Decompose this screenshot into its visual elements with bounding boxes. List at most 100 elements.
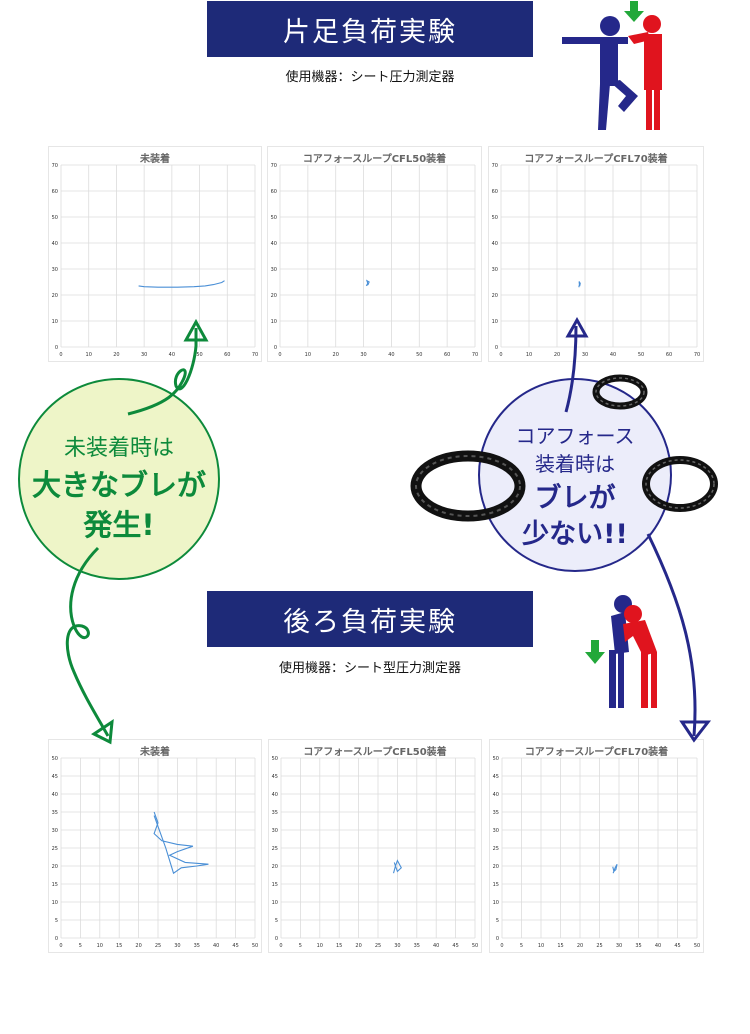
series-line-0 [612,863,618,874]
x-tick-label: 0 [59,352,62,358]
y-tick-label: 40 [492,241,498,247]
callout-line-1: 未装着時は [63,436,174,461]
y-tick-label: 40 [271,241,277,247]
chart-title: コアフォースループCFL50装着 [303,747,447,758]
x-tick-label: 5 [79,943,82,949]
y-tick-label: 45 [52,774,58,780]
callout-line-1: コアフォース [515,424,635,448]
y-tick-label: 40 [52,792,58,798]
y-tick-label: 50 [492,215,498,221]
y-tick-label: 5 [275,918,278,924]
y-tick-label: 20 [492,293,498,299]
x-tick-label: 20 [113,352,119,358]
down-arrow-icon [591,640,599,652]
x-tick-label: 70 [252,352,258,358]
series-line-0 [392,859,402,874]
y-tick-label: 10 [52,900,58,906]
x-tick-label: 10 [317,943,323,949]
y-tick-label: 40 [272,792,278,798]
y-tick-label: 35 [272,810,278,816]
x-tick-label: 35 [635,943,641,949]
x-tick-label: 50 [416,352,422,358]
callout-no-wear: 未装着時は 大きなブレが 発生! [18,378,220,580]
y-tick-label: 10 [493,900,499,906]
callout-line-2: 大きなブレが [31,468,206,502]
y-tick-label: 60 [271,189,277,195]
x-tick-label: 30 [394,943,400,949]
y-tick-label: 20 [271,293,277,299]
y-tick-label: 20 [52,864,58,870]
x-tick-label: 40 [610,352,616,358]
down-arrow-icon [630,1,638,11]
callout-with-coreforce: コアフォース 装着時は ブレが 少ない!! [478,378,672,572]
y-tick-label: 45 [493,774,499,780]
x-tick-label: 30 [174,943,180,949]
x-tick-label: 45 [232,943,238,949]
chart-title: コアフォースループCFL70装着 [524,154,668,165]
x-tick-label: 60 [444,352,450,358]
x-tick-label: 30 [141,352,147,358]
y-tick-label: 10 [271,319,277,325]
y-tick-label: 30 [271,267,277,273]
y-tick-label: 0 [275,936,278,942]
x-tick-label: 40 [433,943,439,949]
y-tick-label: 15 [493,882,499,888]
y-tick-label: 15 [272,882,278,888]
y-tick-label: 70 [271,163,277,169]
y-tick-label: 60 [52,189,58,195]
x-tick-label: 50 [472,943,478,949]
x-tick-label: 20 [355,943,361,949]
x-tick-label: 20 [135,943,141,949]
y-tick-label: 50 [271,215,277,221]
chart-title: コアフォースループCFL70装着 [524,747,669,758]
x-tick-label: 0 [499,352,502,358]
banner-title: 片足負荷実験 [283,16,457,48]
x-tick-label: 15 [557,943,563,949]
y-tick-label: 70 [492,163,498,169]
y-tick-label: 10 [272,900,278,906]
y-tick-label: 0 [496,936,499,942]
y-tick-label: 0 [495,345,498,351]
y-tick-label: 35 [493,810,499,816]
y-tick-label: 30 [492,267,498,273]
y-tick-label: 30 [52,828,58,834]
x-tick-label: 70 [472,352,478,358]
x-tick-label: 70 [694,352,700,358]
x-tick-label: 0 [59,943,62,949]
x-tick-label: 45 [674,943,680,949]
x-tick-label: 15 [336,943,342,949]
x-tick-label: 0 [500,943,503,949]
y-tick-label: 30 [272,828,278,834]
y-tick-label: 45 [272,774,278,780]
x-tick-label: 60 [666,352,672,358]
y-tick-label: 10 [492,319,498,325]
x-tick-label: 20 [554,352,560,358]
x-tick-label: 50 [694,943,700,949]
y-tick-label: 0 [55,345,58,351]
x-tick-label: 0 [279,943,282,949]
y-tick-label: 50 [493,756,499,762]
y-tick-label: 30 [493,828,499,834]
x-tick-label: 50 [638,352,644,358]
y-tick-label: 40 [493,792,499,798]
x-tick-label: 25 [375,943,381,949]
y-tick-label: 50 [52,756,58,762]
x-tick-label: 10 [538,943,544,949]
callout-line-3: 発生! [83,508,155,542]
x-tick-label: 35 [194,943,200,949]
x-tick-label: 60 [224,352,230,358]
chart-title: 未装着 [140,747,170,758]
arrowhead-icon [679,720,712,743]
x-tick-label: 40 [213,943,219,949]
callout-line-4: 少ない!! [522,519,628,550]
y-tick-label: 5 [55,918,58,924]
x-tick-label: 15 [116,943,122,949]
x-tick-label: 45 [452,943,458,949]
